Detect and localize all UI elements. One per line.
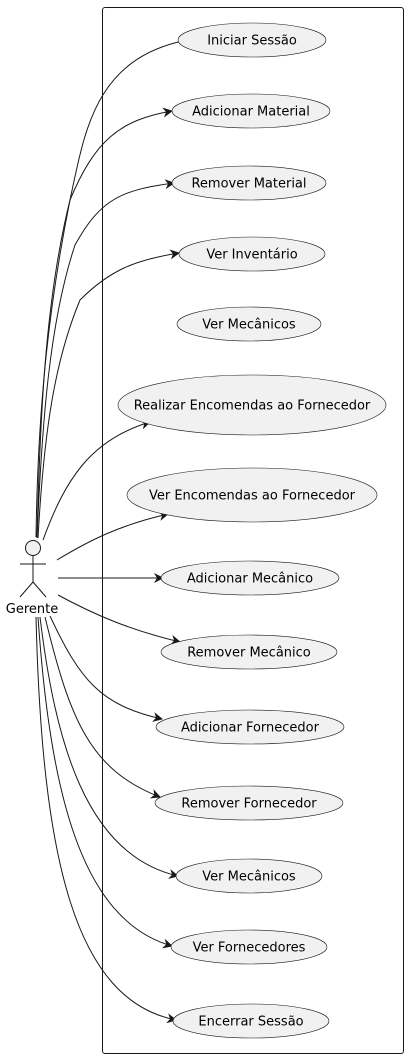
use-case-14: Encerrar Sessão <box>172 1003 330 1039</box>
actor-label: Gerente <box>6 602 58 617</box>
use-case-ellipse <box>171 93 331 129</box>
use-case-6: Realizar Encomendas ao Fornecedor <box>117 374 387 436</box>
use-case-label: Ver Inventário <box>206 248 297 263</box>
use-case-label: Ver Mecânicos <box>202 870 296 885</box>
use-case-label: Ver Mecânicos <box>202 318 296 333</box>
association-arrow <box>35 35 194 538</box>
use-case-label: Encerrar Sessão <box>198 1015 303 1030</box>
association-arrow <box>36 107 173 538</box>
use-case-2: Adicionar Material <box>171 93 331 129</box>
actor-gerente: Gerente <box>6 540 58 617</box>
use-case-label: Remover Fornecedor <box>181 797 317 812</box>
use-case-ellipse <box>160 634 338 670</box>
association-arrow <box>36 179 175 539</box>
use-case-label: Ver Fornecedores <box>193 941 306 956</box>
use-case-ellipse <box>172 1003 330 1039</box>
use-case-ellipse <box>176 306 322 342</box>
use-case-8: Adicionar Mecânico <box>160 560 340 596</box>
association-arrow <box>44 616 161 799</box>
use-case-ellipse <box>117 374 387 436</box>
use-case-label: Iniciar Sessão <box>207 34 297 49</box>
use-case-13: Ver Fornecedores <box>170 929 328 965</box>
use-case-label: Adicionar Fornecedor <box>181 721 320 736</box>
use-case-label: Remover Mecânico <box>187 646 311 661</box>
system-boundary <box>102 7 404 1054</box>
association-edges <box>35 35 194 1024</box>
use-case-label: Ver Encomendas ao Fornecedor <box>149 489 356 504</box>
use-case-ellipse <box>178 236 326 272</box>
use-case-label: Adicionar Mecânico <box>187 572 313 587</box>
use-case-9: Remover Mecânico <box>160 634 338 670</box>
use-case-11: Remover Fornecedor <box>154 785 344 821</box>
use-case-label: Remover Material <box>191 177 306 192</box>
use-case-1: Iniciar Sessão <box>177 22 327 58</box>
use-case-ellipse <box>175 858 323 894</box>
use-case-12: Ver Mecânicos <box>175 858 323 894</box>
use-case-ellipse <box>171 165 327 201</box>
use-case-3: Remover Material <box>171 165 327 201</box>
association-arrow <box>57 594 181 645</box>
association-arrow <box>37 616 173 949</box>
use-case-ellipse <box>170 929 328 965</box>
association-arrow <box>37 249 180 539</box>
use-case-ellipse <box>177 22 327 58</box>
association-arrow <box>42 419 151 541</box>
use-case-5: Ver Mecânicos <box>176 306 322 342</box>
use-case-label: Realizar Encomendas ao Fornecedor <box>134 399 371 414</box>
association-arrow <box>39 616 179 879</box>
use-case-ellipse <box>126 467 378 523</box>
use-case-ellipse <box>155 709 345 745</box>
use-case-label: Adicionar Material <box>192 105 310 120</box>
use-case-4: Ver Inventário <box>178 236 326 272</box>
use-case-ellipse <box>154 785 344 821</box>
association-arrow <box>56 511 169 561</box>
association-arrow <box>49 615 163 722</box>
stick-figure-icon <box>19 540 47 598</box>
association-arrow <box>35 616 177 1024</box>
use-case-ellipse <box>160 560 340 596</box>
use-case-10: Adicionar Fornecedor <box>155 709 345 745</box>
use-case-7: Ver Encomendas ao Fornecedor <box>126 467 378 523</box>
